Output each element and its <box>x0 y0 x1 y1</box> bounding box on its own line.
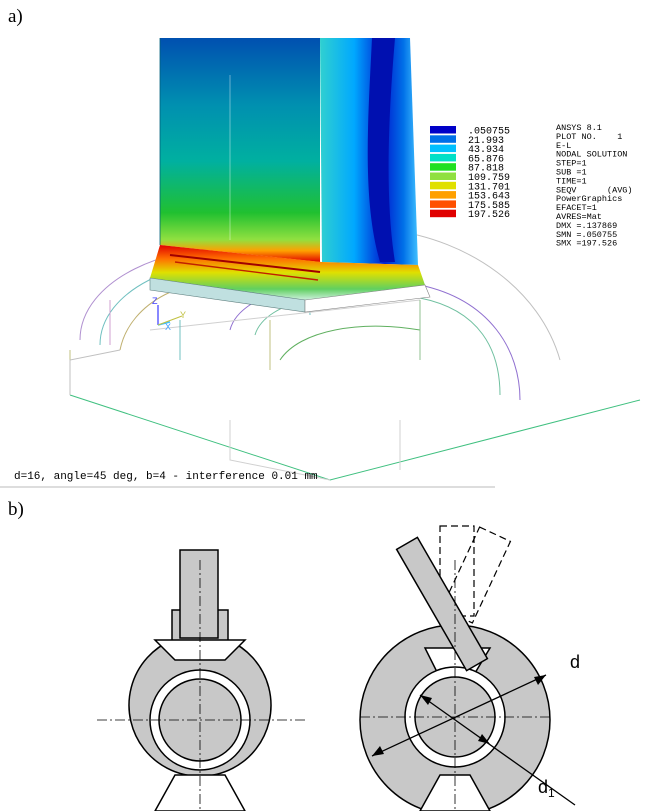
legend-value: 43.934 <box>468 145 504 156</box>
ansys-info-line: ANSYS 8.1 <box>556 123 602 133</box>
triad-x-label: X <box>165 322 171 332</box>
legend-value: 131.701 <box>468 182 510 193</box>
ansys-info-line: SMN =.050755 <box>556 230 617 240</box>
legend-swatch <box>430 135 456 143</box>
ansys-info-line: NODAL SOLUTION <box>556 150 627 160</box>
legend-value: .050755 <box>468 127 510 138</box>
dimension-d1-line <box>419 694 576 806</box>
legend-swatch <box>430 153 456 162</box>
dimension-d-label: d <box>570 652 580 672</box>
ansys-info-line: PLOT NO. 1 <box>556 132 622 142</box>
ansys-info-line: SMX =197.526 <box>556 239 617 249</box>
blade-model <box>149 38 431 313</box>
contour-legend: .05075521.99343.93465.87687.818109.75913… <box>430 126 510 221</box>
ansys-info-line: SEQV (AVG) <box>556 185 633 195</box>
legend-swatch <box>430 163 456 171</box>
ansys-info-line: DMX =.137869 <box>556 221 617 231</box>
right-assembly <box>359 525 576 811</box>
ansys-info-line: AVRES=Mat <box>556 212 602 222</box>
triad-z-label: Z <box>152 296 158 306</box>
fea-stress-plot: Z X Y .05075521.99343.93465.87687.818109… <box>0 38 641 488</box>
legend-swatch <box>430 144 456 153</box>
legend-value: 197.526 <box>468 210 510 221</box>
panel-label-b: b) <box>8 499 24 520</box>
panel-label-a: a) <box>8 6 23 27</box>
legend-swatch <box>430 126 456 134</box>
ansys-info-line: TIME=1 <box>556 176 587 186</box>
dimension-d1-label: d1 <box>538 777 555 800</box>
legend-value: 21.993 <box>468 136 504 147</box>
ansys-info-line: SUB =1 <box>556 168 587 178</box>
legend-value: 87.818 <box>468 164 504 175</box>
triad-y-label: Y <box>180 310 186 320</box>
ansys-info-line: EFACET=1 <box>556 203 597 213</box>
legend-swatch <box>430 200 456 208</box>
legend-value: 109.759 <box>468 173 510 184</box>
legend-value: 175.585 <box>468 201 510 212</box>
legend-swatch <box>430 209 456 218</box>
legend-swatch <box>430 181 456 190</box>
dimension-d-line <box>371 674 547 757</box>
axis-triad: Z X Y <box>152 296 186 332</box>
legend-swatch <box>430 191 456 199</box>
legend-swatch <box>430 172 456 180</box>
ansys-info-line: STEP=1 <box>556 159 587 169</box>
left-assembly <box>97 549 305 811</box>
ansys-info-line: PowerGraphics <box>556 194 622 204</box>
legend-value: 153.643 <box>468 192 510 203</box>
analysis-caption: d=16, angle=45 deg, b=4 - interference 0… <box>14 471 318 483</box>
ansys-info-line: E-L <box>556 141 571 151</box>
schematic-drawing: d d1 <box>97 525 580 811</box>
legend-value: 65.876 <box>468 154 504 165</box>
